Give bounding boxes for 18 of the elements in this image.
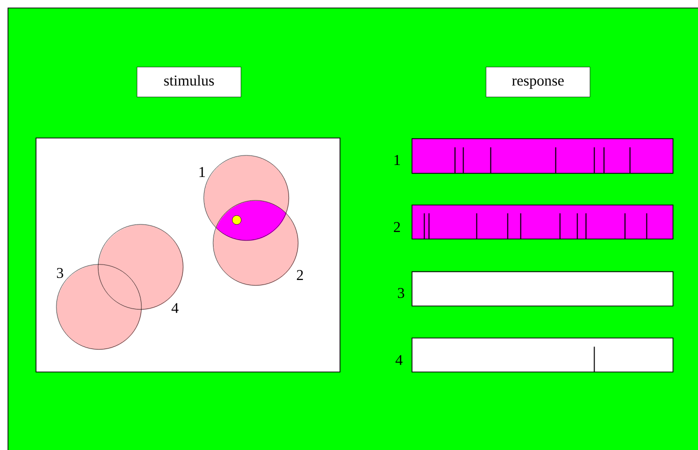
header-box: stimulus — [136, 66, 242, 98]
field-number: 2 — [296, 270, 303, 280]
receptive-field-circle — [212, 200, 298, 286]
field-number: 3 — [56, 268, 64, 278]
cell-number: 4 — [396, 355, 403, 365]
receptive-field-circle — [204, 155, 289, 241]
receptive-field-circle — [56, 264, 142, 350]
stimulus-panel — [36, 138, 340, 372]
spike-train-bar — [412, 204, 674, 240]
field-number: 4 — [172, 303, 179, 313]
field-number: 1 — [200, 167, 205, 177]
spike-train-bar — [412, 338, 674, 372]
cell-number: 1 — [394, 155, 400, 165]
spike-train-bar — [412, 138, 674, 174]
spike-train-bar — [412, 271, 674, 306]
cell-number: 2 — [394, 222, 400, 232]
cell-number: 3 — [398, 288, 404, 298]
header-box: response — [486, 66, 590, 98]
